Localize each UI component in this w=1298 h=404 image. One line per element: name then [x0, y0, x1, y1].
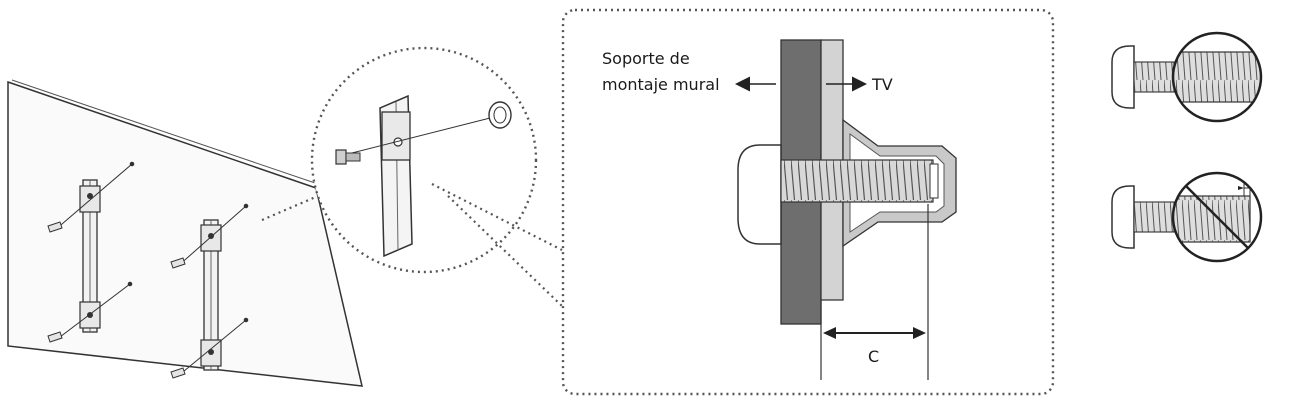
dimension-label-c: C	[868, 347, 879, 366]
zoom-connector-2	[431, 183, 563, 307]
correct-screw-icon	[1111, 31, 1263, 123]
wall-bracket-right	[200, 219, 222, 371]
bracket-label-line2: montaje mural	[602, 75, 720, 94]
screw-thread	[780, 159, 934, 203]
tv-label: TV	[871, 75, 893, 94]
detail-box: Soporte de montaje mural TV C	[561, 8, 1055, 396]
tv-panel	[7, 79, 363, 387]
mounting-screws	[47, 161, 249, 379]
prohibited-icon	[1171, 171, 1263, 263]
small-screw-icon	[335, 149, 361, 165]
screw-head-icon	[737, 144, 782, 245]
bracket-label-line1: Soporte de	[602, 49, 690, 68]
incorrect-screw-icon	[1111, 171, 1263, 263]
wall-bracket-left	[79, 179, 101, 333]
zoom-circle	[310, 46, 538, 274]
zoom-connector-1	[261, 194, 319, 222]
